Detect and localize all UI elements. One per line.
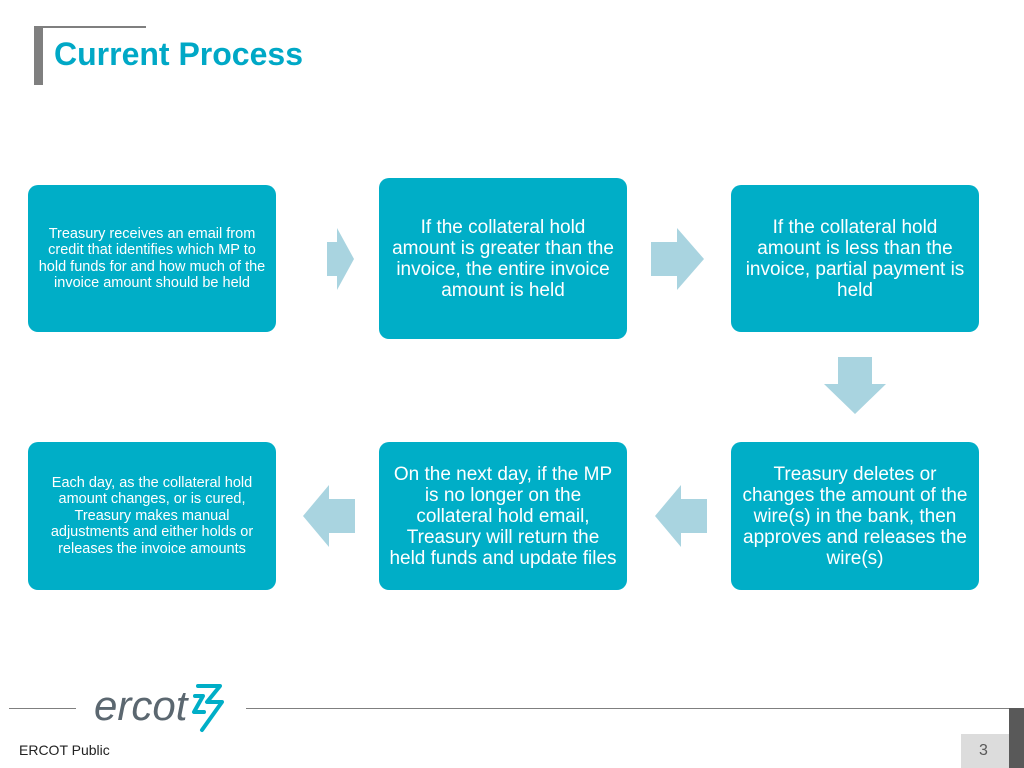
process-step-6: Each day, as the collateral hold amount …: [28, 442, 276, 590]
footer-divider-right: [246, 708, 1016, 709]
title-accent-line: [34, 26, 146, 28]
process-step-1-text: Treasury receives an email from credit t…: [38, 225, 266, 292]
title-accent-bar: [34, 26, 43, 85]
arrow-right-icon: [651, 228, 704, 290]
process-step-3-text: If the collateral hold amount is less th…: [745, 216, 965, 301]
page-number: 3: [979, 742, 988, 759]
process-step-5: On the next day, if the MP is no longer …: [379, 442, 627, 590]
process-step-2-text: If the collateral hold amount is greater…: [392, 216, 614, 301]
process-step-1: Treasury receives an email from credit t…: [28, 185, 276, 332]
footer-divider-left: [9, 708, 76, 709]
process-step-2: If the collateral hold amount is greater…: [379, 178, 627, 339]
process-step-4: Treasury deletes or changes the amount o…: [731, 442, 979, 590]
arrow-down-icon: [824, 357, 886, 414]
logo-bolt-icon: [192, 684, 224, 732]
process-step-6-text: Each day, as the collateral hold amount …: [50, 474, 254, 557]
page-title: Current Process: [54, 36, 303, 72]
process-step-5-text: On the next day, if the MP is no longer …: [389, 463, 617, 569]
arrow-right-icon: [327, 228, 354, 290]
logo-wordmark: ercot: [94, 682, 190, 729]
process-step-3: If the collateral hold amount is less th…: [731, 185, 979, 332]
footer-accent-strip: [1009, 708, 1024, 768]
footer-classification: ERCOT Public: [19, 742, 110, 758]
arrow-left-icon: [303, 485, 355, 547]
process-step-4-text: Treasury deletes or changes the amount o…: [742, 463, 968, 569]
page-number-box: [961, 734, 1009, 768]
arrow-left-icon: [655, 485, 707, 547]
ercot-logo: ercot: [94, 682, 224, 732]
